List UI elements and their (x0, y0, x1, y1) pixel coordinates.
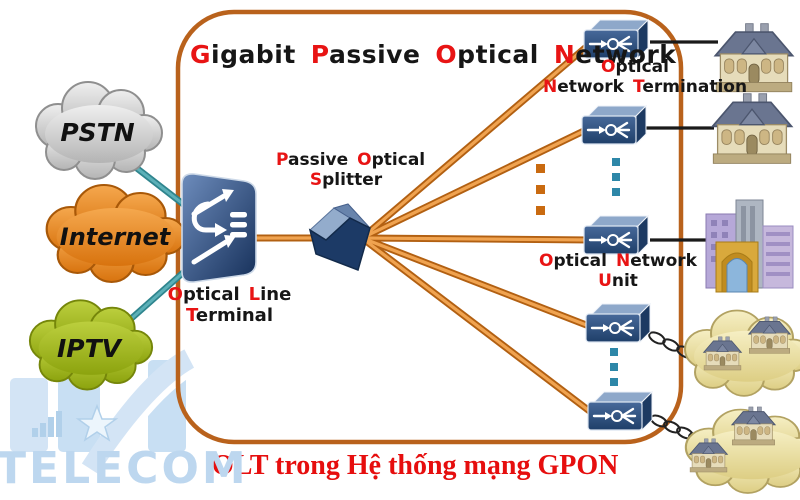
iptv-cloud-label: IPTV (56, 334, 122, 363)
pstn-cloud-label: PSTN (60, 118, 135, 147)
subscriber-lines (646, 40, 718, 242)
splitter-device (308, 203, 371, 271)
star-icon (75, 403, 119, 442)
telecom-watermark-text: TELECOM (0, 443, 249, 494)
onu-device-3 (586, 390, 654, 432)
house-2 (711, 92, 793, 165)
ellipsis-dots-teal-top (612, 158, 620, 196)
olt-arrows-icon (191, 193, 229, 265)
ont-device-2 (580, 104, 648, 146)
ellipsis-dots-teal-bottom (610, 348, 618, 386)
onu-device-2 (584, 302, 652, 344)
onu-device-1 (582, 214, 650, 256)
diagram-caption: OLT trong Hệ thống mạng GPON (212, 450, 619, 481)
internet-cloud-label: Internet (59, 223, 171, 251)
fiber-lines (242, 38, 600, 420)
signal-bars-icon (32, 411, 62, 437)
ellipsis-dots-orange (536, 164, 545, 215)
olt-device (181, 173, 257, 283)
buildings-cluster (705, 199, 794, 293)
